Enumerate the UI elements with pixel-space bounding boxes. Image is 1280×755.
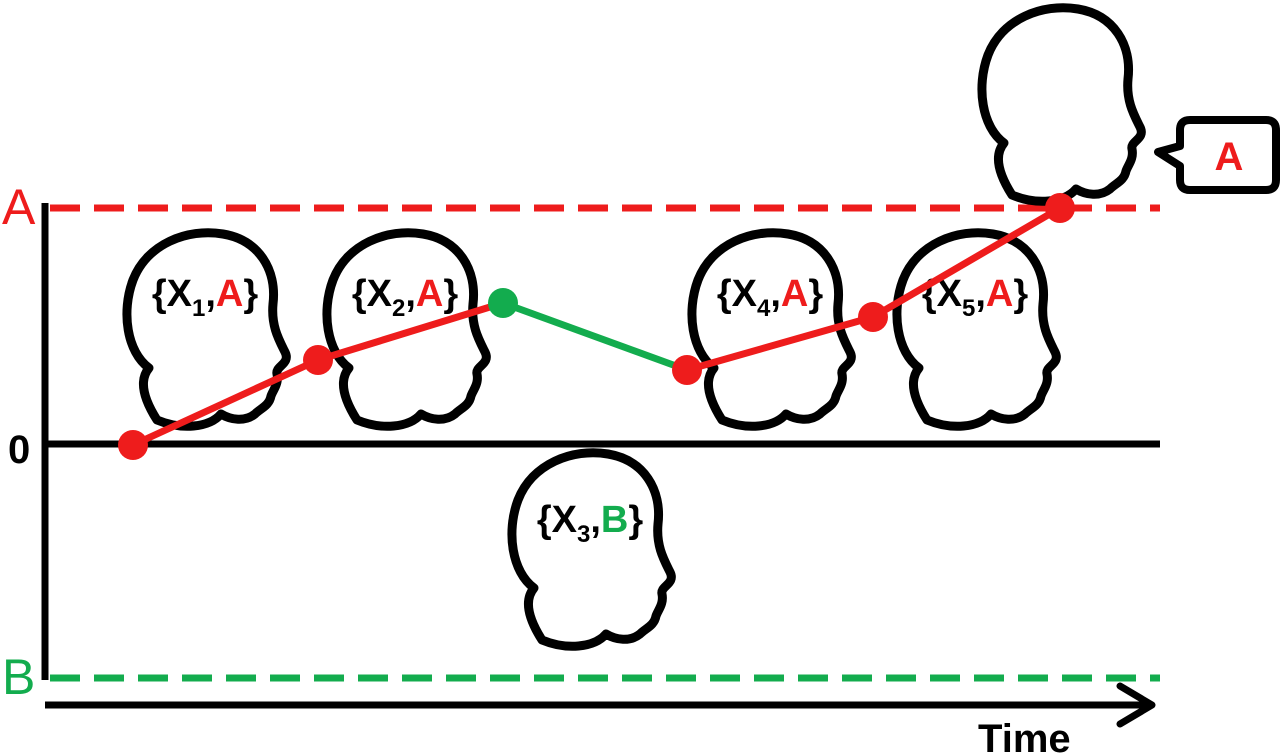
decision-head [982,8,1141,201]
head-outline [512,453,671,646]
head-1: {X1,A} [127,233,286,426]
head-outline [982,8,1141,201]
time-arrow-head [1116,682,1156,728]
path-point-3 [672,355,702,385]
head-3: {X3,B} [512,453,671,646]
path-segment-5 [871,204,1062,321]
path-point-2 [488,288,518,318]
head-2: {X2,A} [327,233,486,426]
path-point-1 [303,345,333,375]
head-label: {X4,A} [717,273,824,322]
head-label: {X3,B} [537,499,644,548]
path-point-5 [1045,193,1075,223]
path-segment-1 [131,356,320,449]
path-segment-3 [501,299,689,374]
speech-bubble-text: A [1215,135,1244,179]
path-segment-2 [316,299,505,364]
head-label: {X2,A} [352,273,459,322]
head-4: {X4,A} [692,233,851,426]
axis-label-a: A [2,179,36,235]
time-label: Time [978,717,1071,755]
head-outline [897,233,1056,426]
path-segment-4 [686,313,874,374]
path-point-4 [858,302,888,332]
speech-bubble: A [1154,116,1280,194]
head-5: {X5,A} [897,233,1056,426]
head-label: {X1,A} [152,273,259,322]
head-outline [127,233,286,426]
axis-label-zero: 0 [8,428,30,472]
axis-label-b: B [2,649,35,705]
path-point-start [118,430,148,460]
